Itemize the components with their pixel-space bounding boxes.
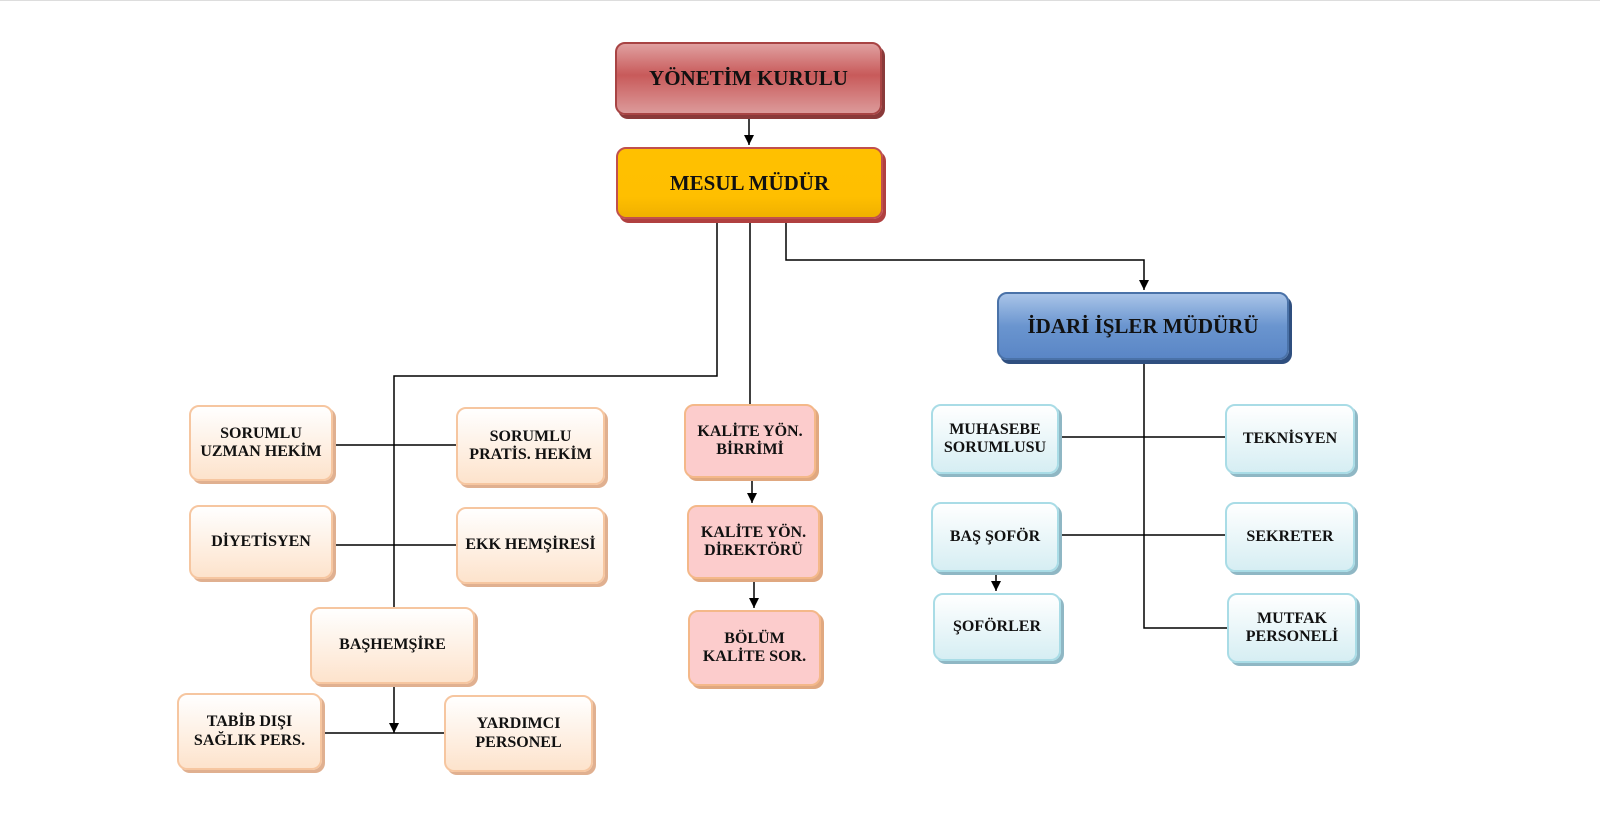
node-bas-sofor: BAŞ ŞOFÖR bbox=[931, 502, 1059, 572]
line-director-to-admin bbox=[785, 219, 1149, 290]
node-diyetisyen: DİYETİSYEN bbox=[189, 505, 333, 579]
node-tabib-disi: TABİB DIŞI SAĞLIK PERS. bbox=[177, 693, 322, 770]
node-kalite-direktoru: KALİTE YÖN. DİREKTÖRÜ bbox=[687, 505, 820, 579]
node-mesul-mudur: MESUL MÜDÜR bbox=[616, 147, 883, 219]
line-admin-trunk bbox=[1143, 360, 1227, 629]
node-idari-isler-muduru: İDARİ İŞLER MÜDÜRÜ bbox=[997, 292, 1289, 360]
node-yardimci-personel: YARDIMCI PERSONEL bbox=[444, 695, 593, 772]
node-yonetim-kurulu: YÖNETİM KURULU bbox=[615, 42, 882, 115]
line-director-to-medical bbox=[393, 219, 718, 607]
node-sorumlu-pratis-hekim: SORUMLU PRATİS. HEKİM bbox=[456, 407, 605, 485]
node-mutfak: MUTFAK PERSONELİ bbox=[1227, 593, 1357, 663]
node-bashemsire: BAŞHEMŞİRE bbox=[310, 607, 475, 684]
node-bolum-kalite: BÖLÜM KALİTE SOR. bbox=[688, 610, 821, 686]
node-muhasebe: MUHASEBE SORUMLUSU bbox=[931, 404, 1059, 474]
node-sorumlu-uzman-hekim: SORUMLU UZMAN HEKİM bbox=[189, 405, 333, 481]
node-kalite-birimi: KALİTE YÖN. BİRRİMİ bbox=[684, 404, 816, 478]
node-ekk-hemsiresi: EKK HEMŞİRESİ bbox=[456, 507, 605, 584]
node-sekreter: SEKRETER bbox=[1225, 502, 1355, 572]
node-teknisyen: TEKNİSYEN bbox=[1225, 404, 1355, 474]
top-border bbox=[0, 0, 1600, 1]
node-soforler: ŞOFÖRLER bbox=[933, 593, 1061, 661]
